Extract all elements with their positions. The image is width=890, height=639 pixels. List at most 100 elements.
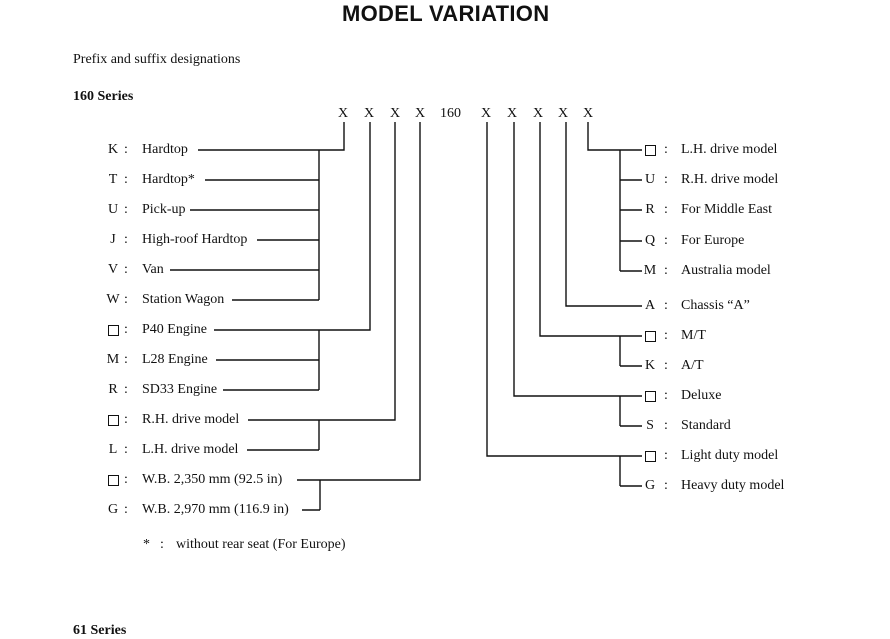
suffix-label: For Middle East [681,202,772,217]
prefix-label: L28 Engine [142,352,208,367]
code-160: 160 [440,106,461,121]
suffix-label: M/T [681,328,706,343]
suffix-label: Standard [681,418,731,433]
suffix-code: Q [644,233,656,248]
colon: : [664,418,668,433]
prefix-code: U [107,202,119,217]
colon: : [664,263,668,278]
colon: : [664,233,668,248]
prefix-label: R.H. drive model [142,412,240,427]
prefix-label: Station Wagon [142,292,225,307]
prefix-label: SD33 Engine [142,382,218,397]
prefix-code: M [106,352,120,367]
prefix-label: Van [142,262,164,277]
prefix-label: P40 Engine [142,322,207,337]
connector-drive [248,122,396,421]
prefix-code: J [110,232,116,247]
suffix-label: L.H. drive model [681,142,778,157]
blank-code-box [645,451,656,462]
suffix-code: A [644,298,656,313]
colon: : [664,328,668,343]
series-61-heading: 61 Series [73,623,127,638]
suffix-code: R [645,202,655,217]
prefix-label: Hardtop* [142,172,195,187]
colon: : [664,172,668,187]
blank-code-box [108,325,119,336]
prefix-code: K [107,142,119,157]
blank-code-box [645,145,656,156]
colon: : [124,412,128,427]
colon: : [124,202,128,217]
blank-code-box [108,415,119,426]
code-x2: X [364,106,375,121]
colon: : [664,142,668,157]
prefix-code: G [107,502,119,517]
connector-duty [486,122,642,457]
suffix-label: Heavy duty model [681,478,785,493]
blank-code-box [645,391,656,402]
code-x1: X [338,106,349,121]
suffix-label: Light duty model [681,448,779,463]
colon: : [124,502,128,517]
colon: : [664,202,668,217]
prefix-label: W.B. 2,970 mm (116.9 in) [142,502,289,517]
colon: : [124,172,128,187]
code-x7: X [533,106,544,121]
page-title: MODEL VARIATION [342,1,550,26]
suffix-code: G [644,478,656,493]
colon: : [664,298,668,313]
prefix-label: High-roof Hardtop [142,232,248,247]
connector-body-type [198,122,345,151]
connector-market [587,122,642,151]
prefix-label: Pick-up [142,202,186,217]
colon: : [124,232,128,247]
connector-wheelbase [297,122,421,481]
subtitle: Prefix and suffix designations [73,52,241,67]
colon: : [124,322,128,337]
prefix-code: L [108,442,118,457]
colon: : [124,442,128,457]
suffix-code: K [644,358,656,373]
suffix-label: Chassis “A” [681,298,750,313]
suffix-label: A/T [681,358,704,373]
connector-chassis [565,122,642,307]
footnote-text: without rear seat (For Europe) [176,537,346,552]
blank-code-box [108,475,119,486]
suffix-code: M [643,263,657,278]
suffix-label: For Europe [681,233,745,248]
prefix-code: R [108,382,118,397]
code-x4: X [415,106,426,121]
code-x6: X [507,106,518,121]
connector-engine [214,122,371,331]
connector-trim [513,122,642,397]
colon: : [664,358,668,373]
colon: : [124,142,128,157]
suffix-code: S [646,418,654,433]
code-x9: X [583,106,594,121]
prefix-code: V [107,262,119,277]
prefix-label: W.B. 2,350 mm (92.5 in) [142,472,283,487]
colon: : [664,448,668,463]
colon: : [124,352,128,367]
footnote-colon: : [160,537,164,552]
suffix-label: Deluxe [681,388,722,403]
colon: : [664,388,668,403]
blank-code-box [645,331,656,342]
suffix-label: Australia model [681,263,771,278]
colon: : [664,478,668,493]
suffix-label: R.H. drive model [681,172,779,187]
prefix-label: Hardtop [142,142,188,157]
code-x3: X [390,106,401,121]
colon: : [124,292,128,307]
series-160-heading: 160 Series [73,89,134,104]
prefix-code: W [106,292,120,307]
connector-transmission [539,122,642,337]
colon: : [124,262,128,277]
prefix-code: T [108,172,118,187]
prefix-label: L.H. drive model [142,442,239,457]
suffix-code: U [644,172,656,187]
colon: : [124,382,128,397]
code-x8: X [558,106,569,121]
footnote-star: * [143,537,150,552]
